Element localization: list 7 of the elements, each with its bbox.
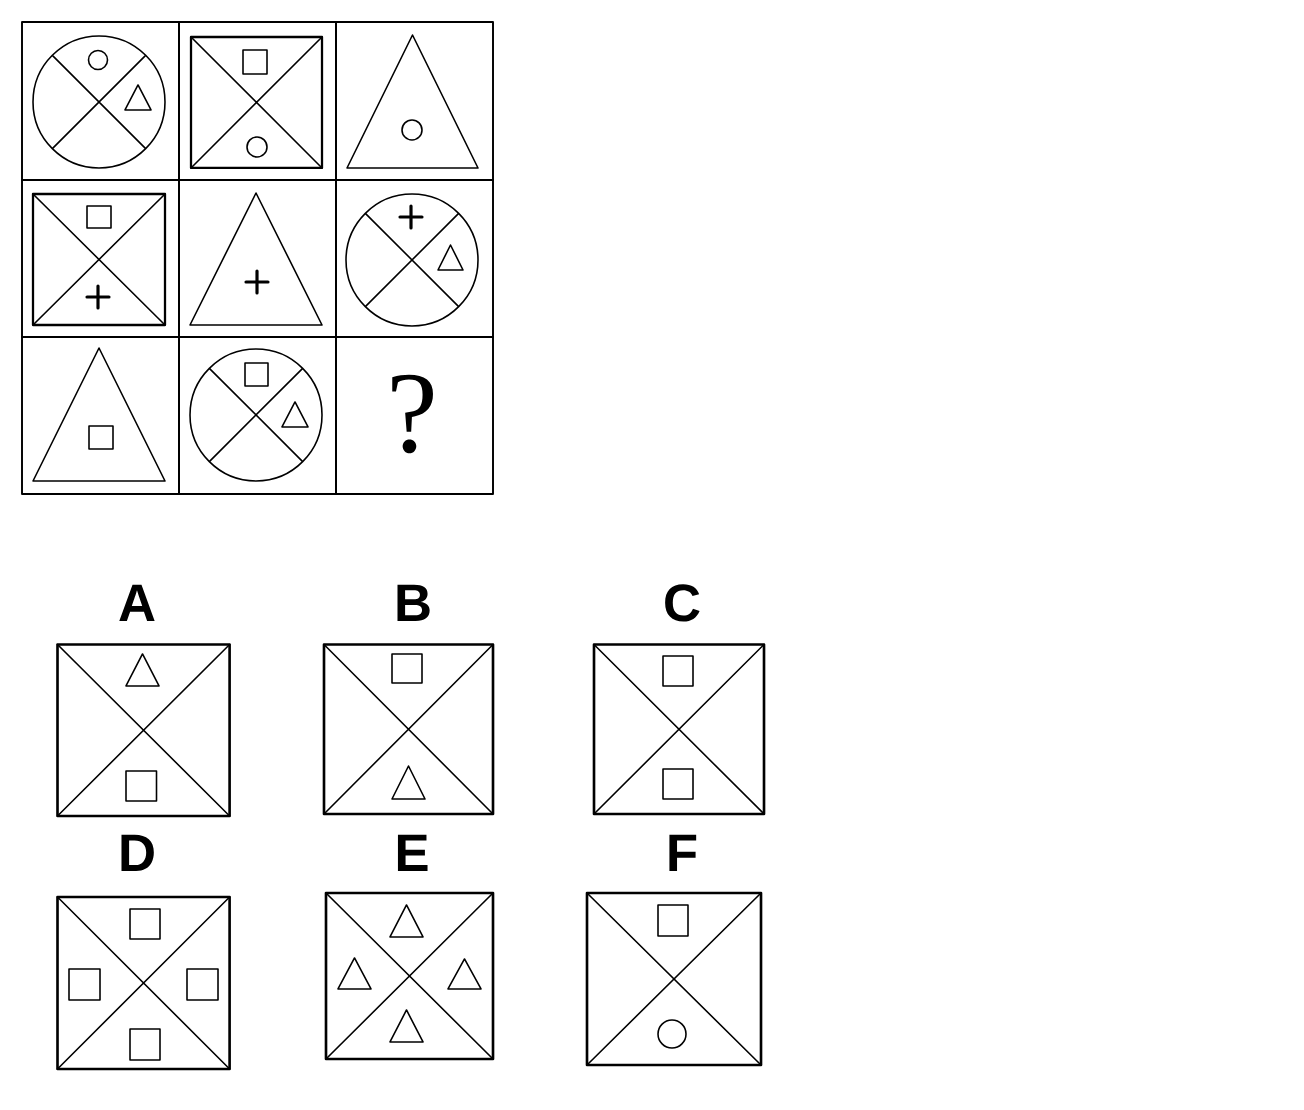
grid-cell: ? [335, 336, 494, 495]
option-letter: F [669, 834, 697, 871]
option-letter: A [119, 584, 155, 621]
option-letter: D [121, 834, 154, 871]
option-letter: C [665, 584, 700, 622]
option-letter: E [397, 834, 428, 871]
option-letter: B [397, 584, 430, 621]
